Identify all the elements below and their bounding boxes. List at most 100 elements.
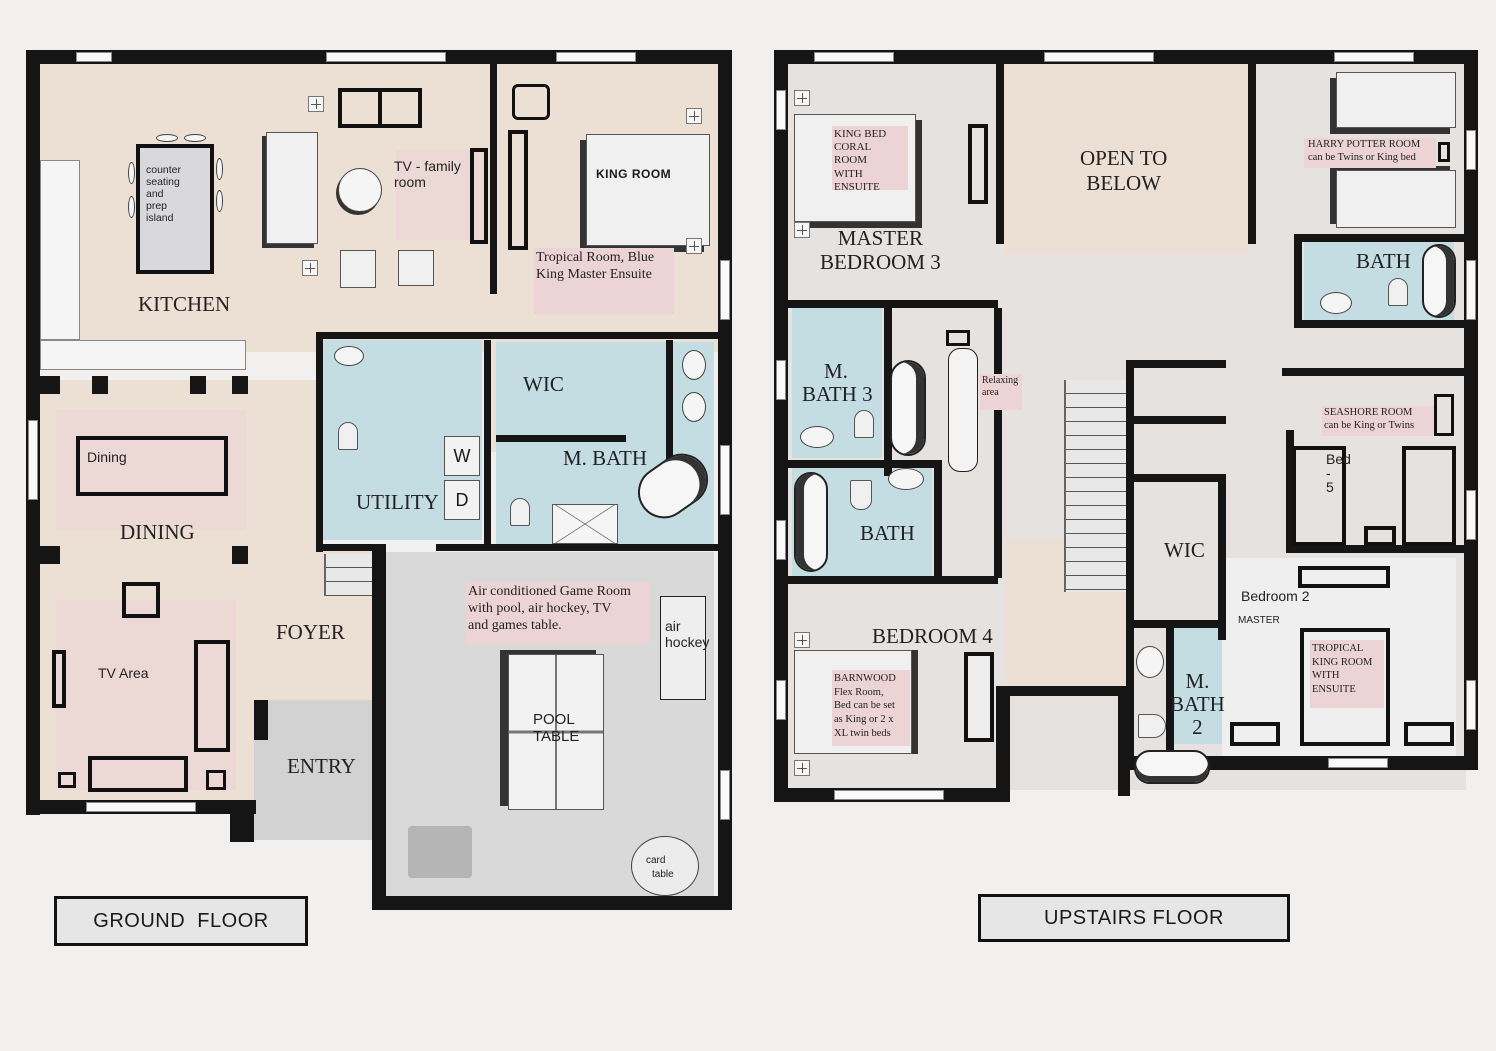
armchair-icon xyxy=(338,88,382,128)
stool-icon xyxy=(216,190,223,212)
window xyxy=(1466,130,1476,170)
card-table-label: card table xyxy=(646,855,674,880)
king-bed-icon xyxy=(586,134,710,246)
lamp-icon xyxy=(686,238,702,254)
room-label-kitchen: KITCHEN xyxy=(138,292,231,316)
window xyxy=(720,770,730,820)
toilet-icon xyxy=(1138,714,1166,738)
toilet-icon xyxy=(338,422,358,450)
room-label-bath-upper: BATH xyxy=(1356,249,1411,273)
tv-family-label: TV - family room xyxy=(394,158,461,191)
harry-potter-note: HARRY POTTER ROOM can be Twins or King b… xyxy=(1304,138,1436,168)
twin-bed-icon xyxy=(1336,170,1456,228)
lamp-icon xyxy=(308,96,324,112)
air-hockey-table xyxy=(660,596,706,700)
pool-table xyxy=(508,654,604,810)
seashore-note: SEASHORE ROOM can be King or Twins xyxy=(1322,406,1436,436)
sink-icon xyxy=(1320,292,1352,314)
bathtub-icon xyxy=(890,360,926,456)
room-label-m-bath: M. BATH xyxy=(563,446,648,470)
twin-bed-icon xyxy=(1336,72,1456,128)
window xyxy=(1466,260,1476,320)
side-table-icon xyxy=(946,330,970,346)
armchair-icon xyxy=(122,582,160,618)
window xyxy=(776,90,786,130)
air-hockey-label: air hockey xyxy=(665,618,710,651)
tv-area-label: TV Area xyxy=(98,665,149,681)
sofa-icon xyxy=(88,756,188,792)
washer: W xyxy=(444,436,480,476)
lamp-icon xyxy=(794,632,810,648)
twin-bed-icon xyxy=(1402,446,1456,546)
staircase-icon xyxy=(324,554,372,596)
stool-icon xyxy=(216,158,223,180)
tv-console-icon xyxy=(1298,566,1390,588)
bedroom-2-label: Bedroom 2 xyxy=(1241,588,1310,604)
window xyxy=(556,52,636,62)
pool-table-label: POOL TABLE xyxy=(533,711,580,746)
window xyxy=(720,260,730,320)
nightstand-icon xyxy=(1404,722,1454,746)
game-room-note: Air conditioned Game Room with pool, air… xyxy=(466,582,650,644)
room-label-utility: UTILITY xyxy=(356,490,439,514)
room-label-foyer: FOYER xyxy=(276,620,345,644)
lamp-icon xyxy=(302,260,318,276)
room-label-m-bath-3: M. BATH 3 xyxy=(802,359,873,407)
window xyxy=(86,802,196,812)
staircase-icon xyxy=(1064,380,1126,592)
barnwood-note: BARNWOOD Flex Room, Bed can be set as Ki… xyxy=(832,670,910,746)
window xyxy=(776,520,786,560)
lamp-icon xyxy=(686,108,702,124)
room-label-open-to-below: OPEN TO BELOW xyxy=(1080,146,1168,196)
tropical-master-note: Tropical Room, Blue King Master Ensuite xyxy=(534,248,674,314)
room-label-wic-upstairs: WIC xyxy=(1164,538,1205,562)
master-label: MASTER xyxy=(1238,615,1280,626)
m-bath-2-area xyxy=(1172,624,1222,744)
room-label-wic: WIC xyxy=(523,372,564,396)
nightstand-icon xyxy=(1364,526,1396,546)
window xyxy=(1466,680,1476,730)
ground-floor-plan: counter seating and prep island KITCHEN … xyxy=(26,50,732,922)
window xyxy=(720,445,730,515)
tv-console-icon xyxy=(964,652,994,742)
window xyxy=(1044,52,1154,62)
sofa-icon xyxy=(266,132,318,244)
room-label-m-bath-2: M. BATH 2 xyxy=(1170,669,1225,740)
blurred-object xyxy=(408,826,472,878)
sink-icon xyxy=(800,426,834,448)
lamp-icon xyxy=(794,222,810,238)
king-bed-icon xyxy=(1300,628,1390,746)
relaxing-note: Relaxing area xyxy=(980,374,1022,410)
dining-table-label: Dining xyxy=(87,449,127,465)
bathtub-icon xyxy=(1422,244,1456,318)
window xyxy=(28,420,38,500)
upstairs-floor-title: UPSTAIRS FLOOR xyxy=(978,894,1290,942)
window xyxy=(1328,758,1388,768)
tv-console-icon xyxy=(968,124,988,204)
dresser-icon xyxy=(508,130,528,250)
dresser-icon xyxy=(1434,394,1454,436)
sink-icon xyxy=(888,468,924,490)
dining-table xyxy=(76,436,228,496)
window xyxy=(326,52,446,62)
side-table-icon xyxy=(58,772,76,788)
nightstand-icon xyxy=(1438,142,1450,162)
room-label-bedroom-4: BEDROOM 4 xyxy=(872,624,993,648)
stool-icon xyxy=(156,134,178,142)
bathtub-icon xyxy=(1134,750,1210,784)
bathtub-icon xyxy=(794,472,828,572)
armchair-icon xyxy=(398,250,434,286)
nightstand-icon xyxy=(1230,722,1280,746)
stool-icon xyxy=(184,134,206,142)
coral-room-note: KING BED CORAL ROOM WITH ENSUITE xyxy=(832,126,908,193)
island-counter xyxy=(136,144,214,274)
coffee-table-icon xyxy=(338,168,382,212)
armchair-icon xyxy=(378,88,422,128)
tv-console-icon xyxy=(470,148,488,244)
window xyxy=(1466,490,1476,540)
window xyxy=(834,790,944,800)
lamp-icon xyxy=(794,760,810,776)
storage-icon xyxy=(512,84,550,120)
dryer: D xyxy=(444,480,480,520)
window xyxy=(776,360,786,400)
